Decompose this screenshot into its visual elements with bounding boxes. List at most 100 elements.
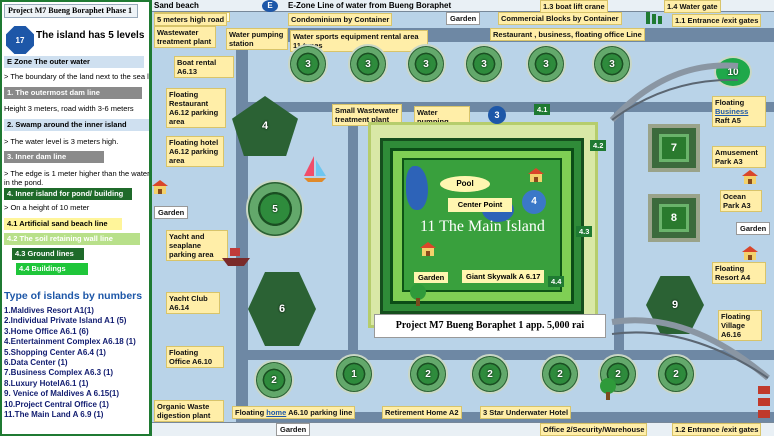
ocean-park-label: Ocean Park A3 — [720, 190, 762, 212]
island-3-d[interactable]: 3 — [464, 44, 504, 84]
commercial-label: Commercial Blocks by Container — [498, 12, 622, 25]
island-number: 2 — [271, 374, 277, 386]
level-43-tag: 4.3 — [576, 226, 593, 237]
island-3-b[interactable]: 3 — [348, 44, 388, 84]
water-gate-label: 1.4 Water gate — [664, 0, 721, 13]
sand-beach-label: Sand beach — [154, 1, 199, 10]
floating-village-label: Floating Village A6.16 — [718, 310, 762, 341]
island-type-item: 9. Venice of Maldives A 6.15(1) — [4, 389, 120, 399]
five-meter-road-label: 5 meters high road — [154, 13, 228, 26]
project-banner: Project M7 Bueng Boraphet 1 app. 5,000 r… — [374, 314, 606, 338]
island-type-item: 8.Luxury HotelA6.1 (1) — [4, 378, 89, 388]
small-wastewater-label: Small Wastewater treatment plant — [332, 104, 402, 126]
garden-left-label: Garden — [154, 206, 189, 219]
garden-island-label: Garden — [414, 272, 449, 283]
legend-item-inner-island: 4. Inner island for pond/ building — [4, 188, 132, 200]
floating-hotel-label: Floating hotel A6.12 parking area — [166, 136, 224, 167]
island-2-e[interactable]: 2 — [598, 354, 638, 394]
marker-4: 4 — [522, 190, 546, 214]
island-number: 10 — [727, 66, 739, 78]
garden-top-label: Garden — [446, 12, 481, 25]
organic-waste-label: Organic Waste digestion plant — [154, 400, 224, 422]
water-pump-top-label: Water pumping station — [226, 28, 288, 50]
island-3-a[interactable]: 3 — [288, 44, 328, 84]
island-number: 3 — [423, 58, 429, 70]
road-left — [236, 28, 248, 422]
ship-icon — [222, 248, 250, 266]
house-icon — [152, 180, 168, 194]
island-number: 7 — [658, 134, 690, 162]
site-map: Sand beach E E-Zone Line of water from B… — [152, 0, 774, 436]
legend-item-e-zone: E Zone The outer water — [4, 56, 144, 68]
yacht-seaplane-label: Yacht and seaplane parking area — [166, 230, 228, 261]
island-type-item: 1.Maldives Resort A1(1) — [4, 306, 94, 315]
legend-note: Height 3 meters, road width 3-6 meters — [4, 104, 134, 113]
island-2-c[interactable]: 2 — [470, 354, 510, 394]
island-number: 3 — [481, 58, 487, 70]
house-icon — [742, 246, 758, 260]
island-type-item: 11.The Main Land A 6.9 (1) — [4, 410, 104, 420]
island-2-a[interactable]: 2 — [254, 360, 294, 400]
retirement-label: Retirement Home A2 — [382, 406, 462, 419]
skywalk-label: Giant Skywalk A 6.17 — [462, 270, 545, 283]
island-number: 1 — [351, 368, 357, 380]
level-42-tag: 4.2 — [590, 140, 607, 151]
island-number: 4 — [261, 120, 269, 132]
garden-bottom-label: Garden — [276, 423, 311, 436]
legend-note: > The boundary of the land next to the s… — [4, 72, 152, 81]
entrance-top-label: 1.1 Entrance /exit gates — [672, 14, 762, 27]
island-number: 6 — [278, 303, 286, 315]
bridge-top-right — [609, 62, 739, 123]
floating-business-pre: Floating — [715, 98, 745, 107]
garden-right-label: Garden — [736, 222, 771, 235]
island-types-title: Type of islands by numbers — [4, 290, 143, 302]
island-number: 9 — [671, 299, 679, 311]
island-3-e[interactable]: 3 — [526, 44, 566, 84]
pool-label: Pool — [440, 176, 490, 192]
e-zone-marker: E — [262, 0, 278, 12]
island-5-crescent[interactable]: 5 — [246, 180, 304, 238]
office-security-label: Office 2/Security/Warehouse — [540, 423, 648, 436]
island-7-square[interactable]: 7 — [648, 124, 700, 172]
restaurant-line-label: Restaurant , business, floating office L… — [490, 28, 645, 41]
boat-rental-label: Boat rental A6.13 — [174, 56, 234, 78]
island-6-hexagon[interactable]: 6 — [248, 272, 316, 346]
amusement-label: Amusement Park A3 — [712, 146, 766, 168]
house-icon — [528, 168, 544, 182]
island-types-list: 1.Maldives Resort A1(1) 2.Individual Pri… — [4, 306, 136, 420]
island-type-item: 10.Project Central Office (1) — [4, 399, 109, 409]
island-number: 2 — [615, 368, 621, 380]
wastewater-top-label: Wastewater treatment plant — [154, 26, 216, 48]
house-icon — [420, 242, 436, 256]
main-island-title: 11 The Main Island — [420, 218, 545, 235]
project-header: Project M7 Bueng Boraphet Phase 1 — [4, 4, 138, 18]
floating-resort-label: Floating Resort A4 — [712, 262, 766, 284]
level-41-tag: 4.1 — [534, 104, 551, 115]
gate-icon — [758, 386, 770, 418]
floating-business-post: Raft A5 — [715, 116, 741, 125]
floating-home-link[interactable]: home — [266, 408, 287, 417]
island-3-c[interactable]: 3 — [406, 44, 446, 84]
legend-note: > The water level is 3 meters high. — [4, 137, 119, 146]
legend-panel: Project M7 Bueng Boraphet Phase 1 17 The… — [0, 0, 152, 436]
island-number: 2 — [487, 368, 493, 380]
legend-item-dam: 1. The outermost dam line — [4, 87, 142, 99]
island-3-f[interactable]: 3 — [592, 44, 632, 84]
island-8-square[interactable]: 8 — [648, 194, 700, 242]
island-1[interactable]: 1 — [334, 354, 374, 394]
house-icon — [742, 170, 758, 184]
island-2-d[interactable]: 2 — [540, 354, 580, 394]
legend-item-ground-lines: 4.3 Ground lines — [12, 248, 84, 260]
island-type-item: 5.Shopping Center A6.4 (1) — [4, 347, 106, 357]
legend-item-retaining-wall: 4.2 The soil retaining wall line — [4, 233, 140, 245]
yacht-club-label: Yacht Club A6.14 — [166, 292, 220, 314]
island-2-f[interactable]: 2 — [656, 354, 696, 394]
island-2-b[interactable]: 2 — [408, 354, 448, 394]
island-type-item: 3.Home Office A6.1 (6) — [4, 326, 89, 336]
island-10[interactable]: 10 — [714, 56, 752, 88]
gate-icon — [646, 12, 662, 24]
island-number: 2 — [557, 368, 563, 380]
legend-item-swamp: 2. Swamp around the inner island — [4, 119, 149, 131]
pond-left — [406, 166, 428, 210]
floating-business-link[interactable]: Business — [715, 107, 749, 116]
